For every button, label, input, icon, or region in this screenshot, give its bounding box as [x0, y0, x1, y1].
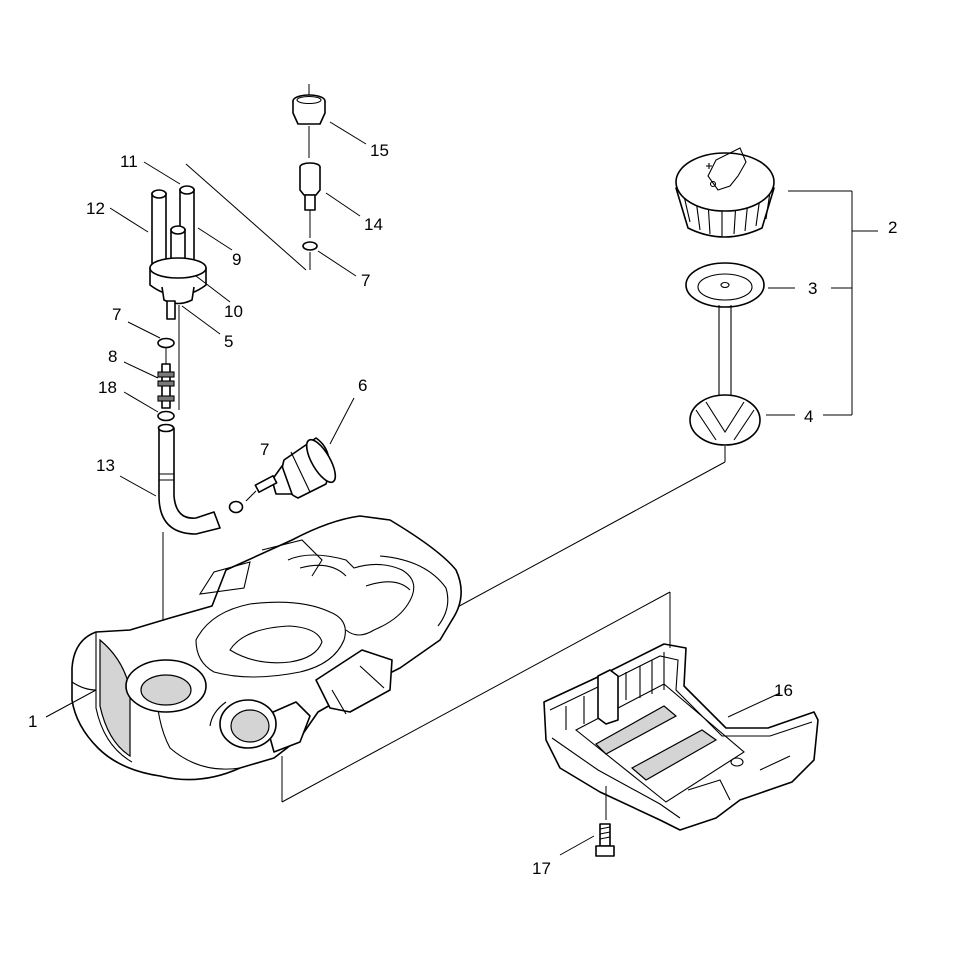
callout-3: 3 [808, 279, 817, 298]
callout-2: 2 [888, 218, 897, 237]
callout-17: 17 [532, 859, 551, 878]
callout-7-left: 7 [112, 305, 121, 324]
cap-gasket [685, 262, 765, 308]
callout-10: 10 [224, 302, 243, 321]
callout-12: 12 [86, 199, 105, 218]
o-ring-lower [157, 410, 175, 422]
o-ring-top [302, 241, 318, 251]
callout-6: 6 [358, 376, 367, 395]
callout-5: 5 [224, 332, 233, 351]
callout-7-filter: 7 [260, 440, 269, 459]
callout-8: 8 [108, 347, 117, 366]
callout-1: 1 [28, 712, 37, 731]
callout-15: 15 [370, 141, 389, 160]
fuel-connector [157, 363, 175, 409]
fuel-line [157, 423, 221, 535]
bolt [595, 823, 615, 857]
callout-14: 14 [364, 215, 383, 234]
callout-4: 4 [804, 407, 813, 426]
callout-16: 16 [774, 681, 793, 700]
fuel-cap [675, 147, 775, 238]
o-ring-upper [157, 337, 175, 349]
breather-valve [299, 162, 321, 211]
skid-plate [543, 643, 819, 831]
callout-9: 9 [232, 250, 241, 269]
callout-18: 18 [98, 378, 117, 397]
fuel-filter [254, 437, 337, 499]
o-ring-filter [228, 500, 244, 514]
grommet-assembly [149, 185, 207, 320]
callout-13: 13 [96, 456, 115, 475]
callout-7-top: 7 [361, 271, 370, 290]
cap-retainer [689, 305, 761, 446]
callout-11: 11 [120, 152, 138, 171]
fuel-tank [71, 515, 462, 781]
cap-plug [292, 84, 326, 125]
